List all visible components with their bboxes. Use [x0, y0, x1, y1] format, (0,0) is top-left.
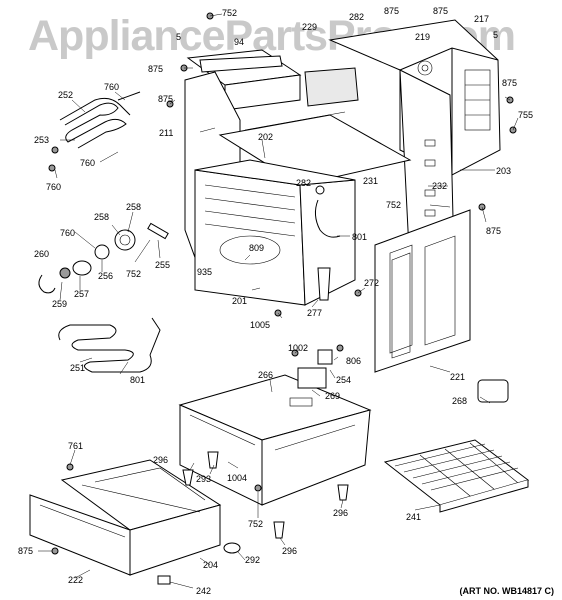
- callout-875: 875: [148, 64, 164, 74]
- callout-875: 875: [433, 6, 449, 16]
- callout-760: 760: [46, 182, 62, 192]
- callout-875: 875: [158, 94, 174, 104]
- callout-761: 761: [68, 441, 84, 451]
- callout-282: 282: [296, 178, 312, 188]
- callout-5: 5: [176, 32, 182, 42]
- oven-rack: [383, 439, 530, 513]
- callout-257: 257: [74, 289, 90, 299]
- callout-875: 875: [384, 6, 400, 16]
- callout-296: 296: [333, 508, 349, 518]
- callout-254: 254: [336, 375, 352, 385]
- callout-259: 259: [52, 299, 68, 309]
- callout-255: 255: [155, 260, 171, 270]
- art-number: (ART NO. WB14817 C): [459, 586, 554, 596]
- callout-282: 282: [349, 12, 365, 22]
- callout-1005: 1005: [250, 320, 271, 330]
- door-panel: [374, 209, 471, 373]
- callout-801: 801: [130, 375, 146, 385]
- callout-875: 875: [486, 226, 502, 236]
- callout-221: 221: [450, 372, 466, 382]
- broil-element: [59, 91, 141, 149]
- small-hardware: [48, 12, 517, 585]
- callout-253: 253: [34, 135, 50, 145]
- callout-269: 269: [325, 391, 341, 401]
- callout-752: 752: [222, 8, 238, 18]
- callout-801: 801: [352, 232, 368, 242]
- callout-217: 217: [474, 14, 490, 24]
- bake-element: [58, 317, 161, 373]
- callout-222: 222: [68, 575, 84, 585]
- callout-806: 806: [346, 356, 362, 366]
- callout-809: 809: [249, 243, 265, 253]
- insulation-blanket: [304, 67, 359, 107]
- callout-258: 258: [126, 202, 142, 212]
- callout-266: 266: [258, 370, 274, 380]
- callout-752: 752: [126, 269, 142, 279]
- callout-203: 203: [496, 166, 512, 176]
- callout-1004: 1004: [227, 473, 248, 483]
- callout-219: 219: [415, 32, 431, 42]
- callout-935: 935: [197, 267, 213, 277]
- storage-drawer: [29, 459, 222, 576]
- callout-277: 277: [307, 308, 323, 318]
- callout-258: 258: [94, 212, 110, 222]
- callout-241: 241: [406, 512, 422, 522]
- callout-1002: 1002: [288, 343, 309, 353]
- callout-204: 204: [203, 560, 219, 570]
- thermostat-knob-parts: [38, 222, 169, 294]
- callout-296: 296: [153, 455, 169, 465]
- callout-242: 242: [196, 586, 212, 596]
- callout-256: 256: [98, 271, 114, 281]
- callout-202: 202: [258, 132, 274, 142]
- callout-272: 272: [364, 278, 380, 288]
- callout-760: 760: [104, 82, 120, 92]
- broil-sensor: [314, 199, 341, 238]
- callout-755: 755: [518, 110, 534, 120]
- callout-251: 251: [70, 363, 86, 373]
- callout-252: 252: [58, 90, 74, 100]
- drawer-support-frame: [178, 374, 372, 506]
- callout-875: 875: [502, 78, 518, 88]
- callout-752: 752: [248, 519, 264, 529]
- callout-752: 752: [386, 200, 402, 210]
- callout-229: 229: [302, 22, 318, 32]
- callout-268: 268: [452, 396, 468, 406]
- callout-211: 211: [159, 128, 174, 138]
- callout-260: 260: [34, 249, 50, 259]
- callout-292: 292: [245, 555, 261, 565]
- callout-leaders: [38, 13, 519, 589]
- callout-296: 296: [282, 546, 298, 556]
- callout-760: 760: [60, 228, 76, 238]
- callout-232: 232: [432, 181, 448, 191]
- callout-94: 94: [234, 37, 245, 47]
- callout-875: 875: [18, 546, 34, 556]
- oven-cavity: [194, 159, 356, 306]
- callout-760: 760: [80, 158, 96, 168]
- callout-201: 201: [232, 296, 248, 306]
- callout-5: 5: [493, 30, 499, 40]
- callout-231: 231: [363, 176, 379, 186]
- callout-293: 293: [196, 474, 212, 484]
